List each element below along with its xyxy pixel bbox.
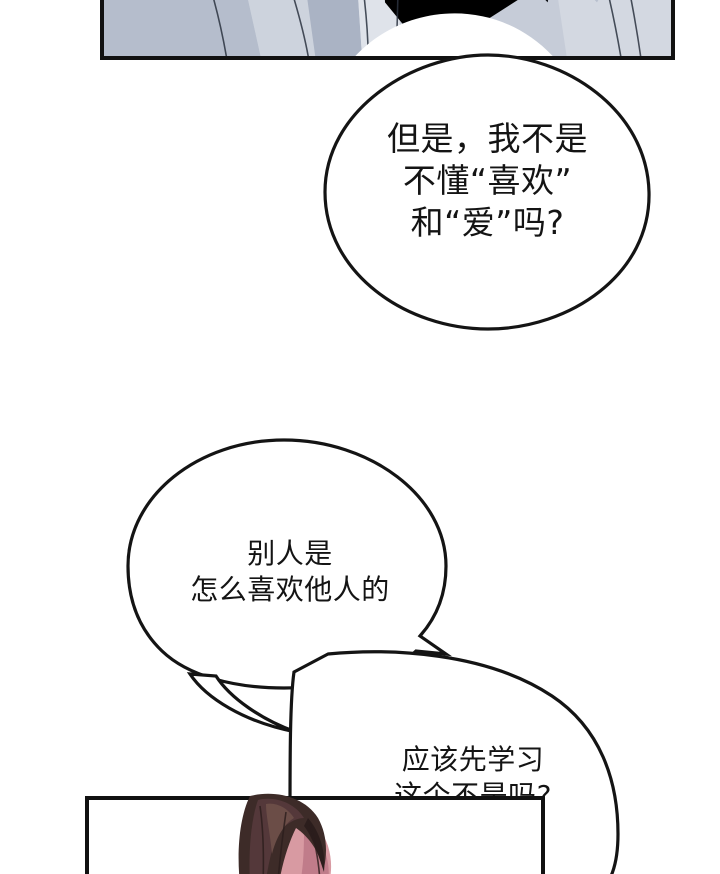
panel-bottom (85, 796, 545, 874)
speech-bubble-1-text: 但是，我不是 不懂“喜欢” 和“爱”吗? (387, 119, 588, 243)
panel-top (100, 0, 675, 60)
panel-top-artwork (104, 0, 671, 56)
speech-bubble-2-text: 别人是 怎么喜欢他人的 (190, 537, 390, 606)
